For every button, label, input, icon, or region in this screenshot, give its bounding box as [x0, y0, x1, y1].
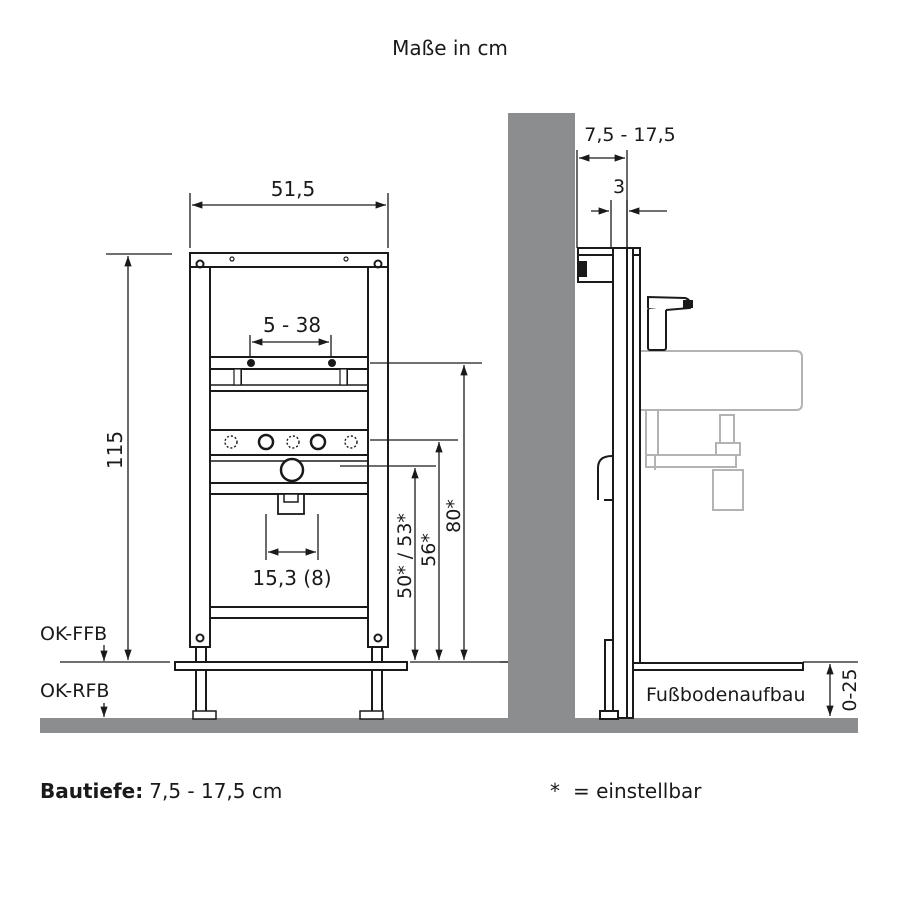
supply-connection-left: [257, 433, 275, 451]
dimension-56-label: 56*: [418, 533, 440, 567]
mounting-hole: [373, 633, 383, 643]
dimension-height-label: 115: [103, 431, 127, 469]
raw-floor-slab: [40, 718, 858, 733]
dimension-connection-range-label: 5 - 38: [263, 313, 321, 337]
footer-depth: Bautiefe:7,5 - 17,5 cm: [40, 779, 282, 803]
mounting-hole: [195, 259, 205, 269]
rail-hole: [229, 256, 235, 262]
frame-front-view: [174, 252, 408, 720]
dimension-height: [60, 253, 172, 663]
frame-top-rail: [189, 252, 389, 268]
level-rfb-label: OK-RFB: [40, 680, 109, 702]
floor-buildup-layer: [632, 662, 804, 671]
faucet: [647, 295, 693, 351]
dimension-depth: [576, 150, 628, 248]
supply-rail: [209, 429, 369, 456]
dimension-depth-label: 7,5 - 17,5: [584, 124, 675, 146]
dimension-50-53-label: 50* / 53*: [394, 513, 416, 599]
dimension-heights: [340, 362, 482, 660]
dimension-floor-range-label: 0-25: [839, 668, 861, 711]
dimension-width-label: 51,5: [271, 177, 316, 201]
supply-knockouts: [224, 435, 358, 449]
dimension-80-label: 80*: [443, 499, 465, 533]
footer-asterisk: *: [550, 779, 560, 803]
mounting-hole: [195, 633, 205, 643]
diagram-title: Maße in cm: [392, 36, 508, 60]
dimension-cladding-label: 3: [613, 176, 625, 198]
lower-cross-bar: [209, 606, 369, 619]
footer-depth-value: 7,5 - 17,5 cm: [149, 779, 282, 803]
floor-plate: [174, 661, 408, 671]
traverse-plate: [209, 368, 369, 386]
dimension-drain-spacing: [265, 514, 319, 560]
frame-post-left: [189, 252, 211, 648]
drain-connection: [279, 457, 305, 483]
dimension-width: [189, 193, 389, 248]
foot-left: [195, 646, 207, 714]
frame-side-view: [577, 247, 641, 720]
floor-buildup-label: Fußbodenaufbau: [646, 684, 806, 706]
dimension-cladding: [591, 200, 667, 248]
footer-note: = einstellbar: [573, 779, 702, 803]
foot-right: [371, 646, 383, 714]
wall: [508, 113, 575, 719]
footer-depth-label: Bautiefe:: [40, 779, 143, 803]
dimension-drain-spacing-label: 15,3 (8): [252, 566, 331, 590]
mounting-hole: [373, 259, 383, 269]
rail-hole: [343, 256, 349, 262]
level-markers: [100, 645, 508, 717]
washbasin-side: [639, 350, 803, 511]
dimension-connection-range: [249, 335, 332, 357]
upper-traverse: [209, 356, 369, 370]
level-ffb-label: OK-FFB: [40, 623, 107, 645]
frame-post-right: [367, 252, 389, 648]
supply-connection-right: [309, 433, 327, 451]
